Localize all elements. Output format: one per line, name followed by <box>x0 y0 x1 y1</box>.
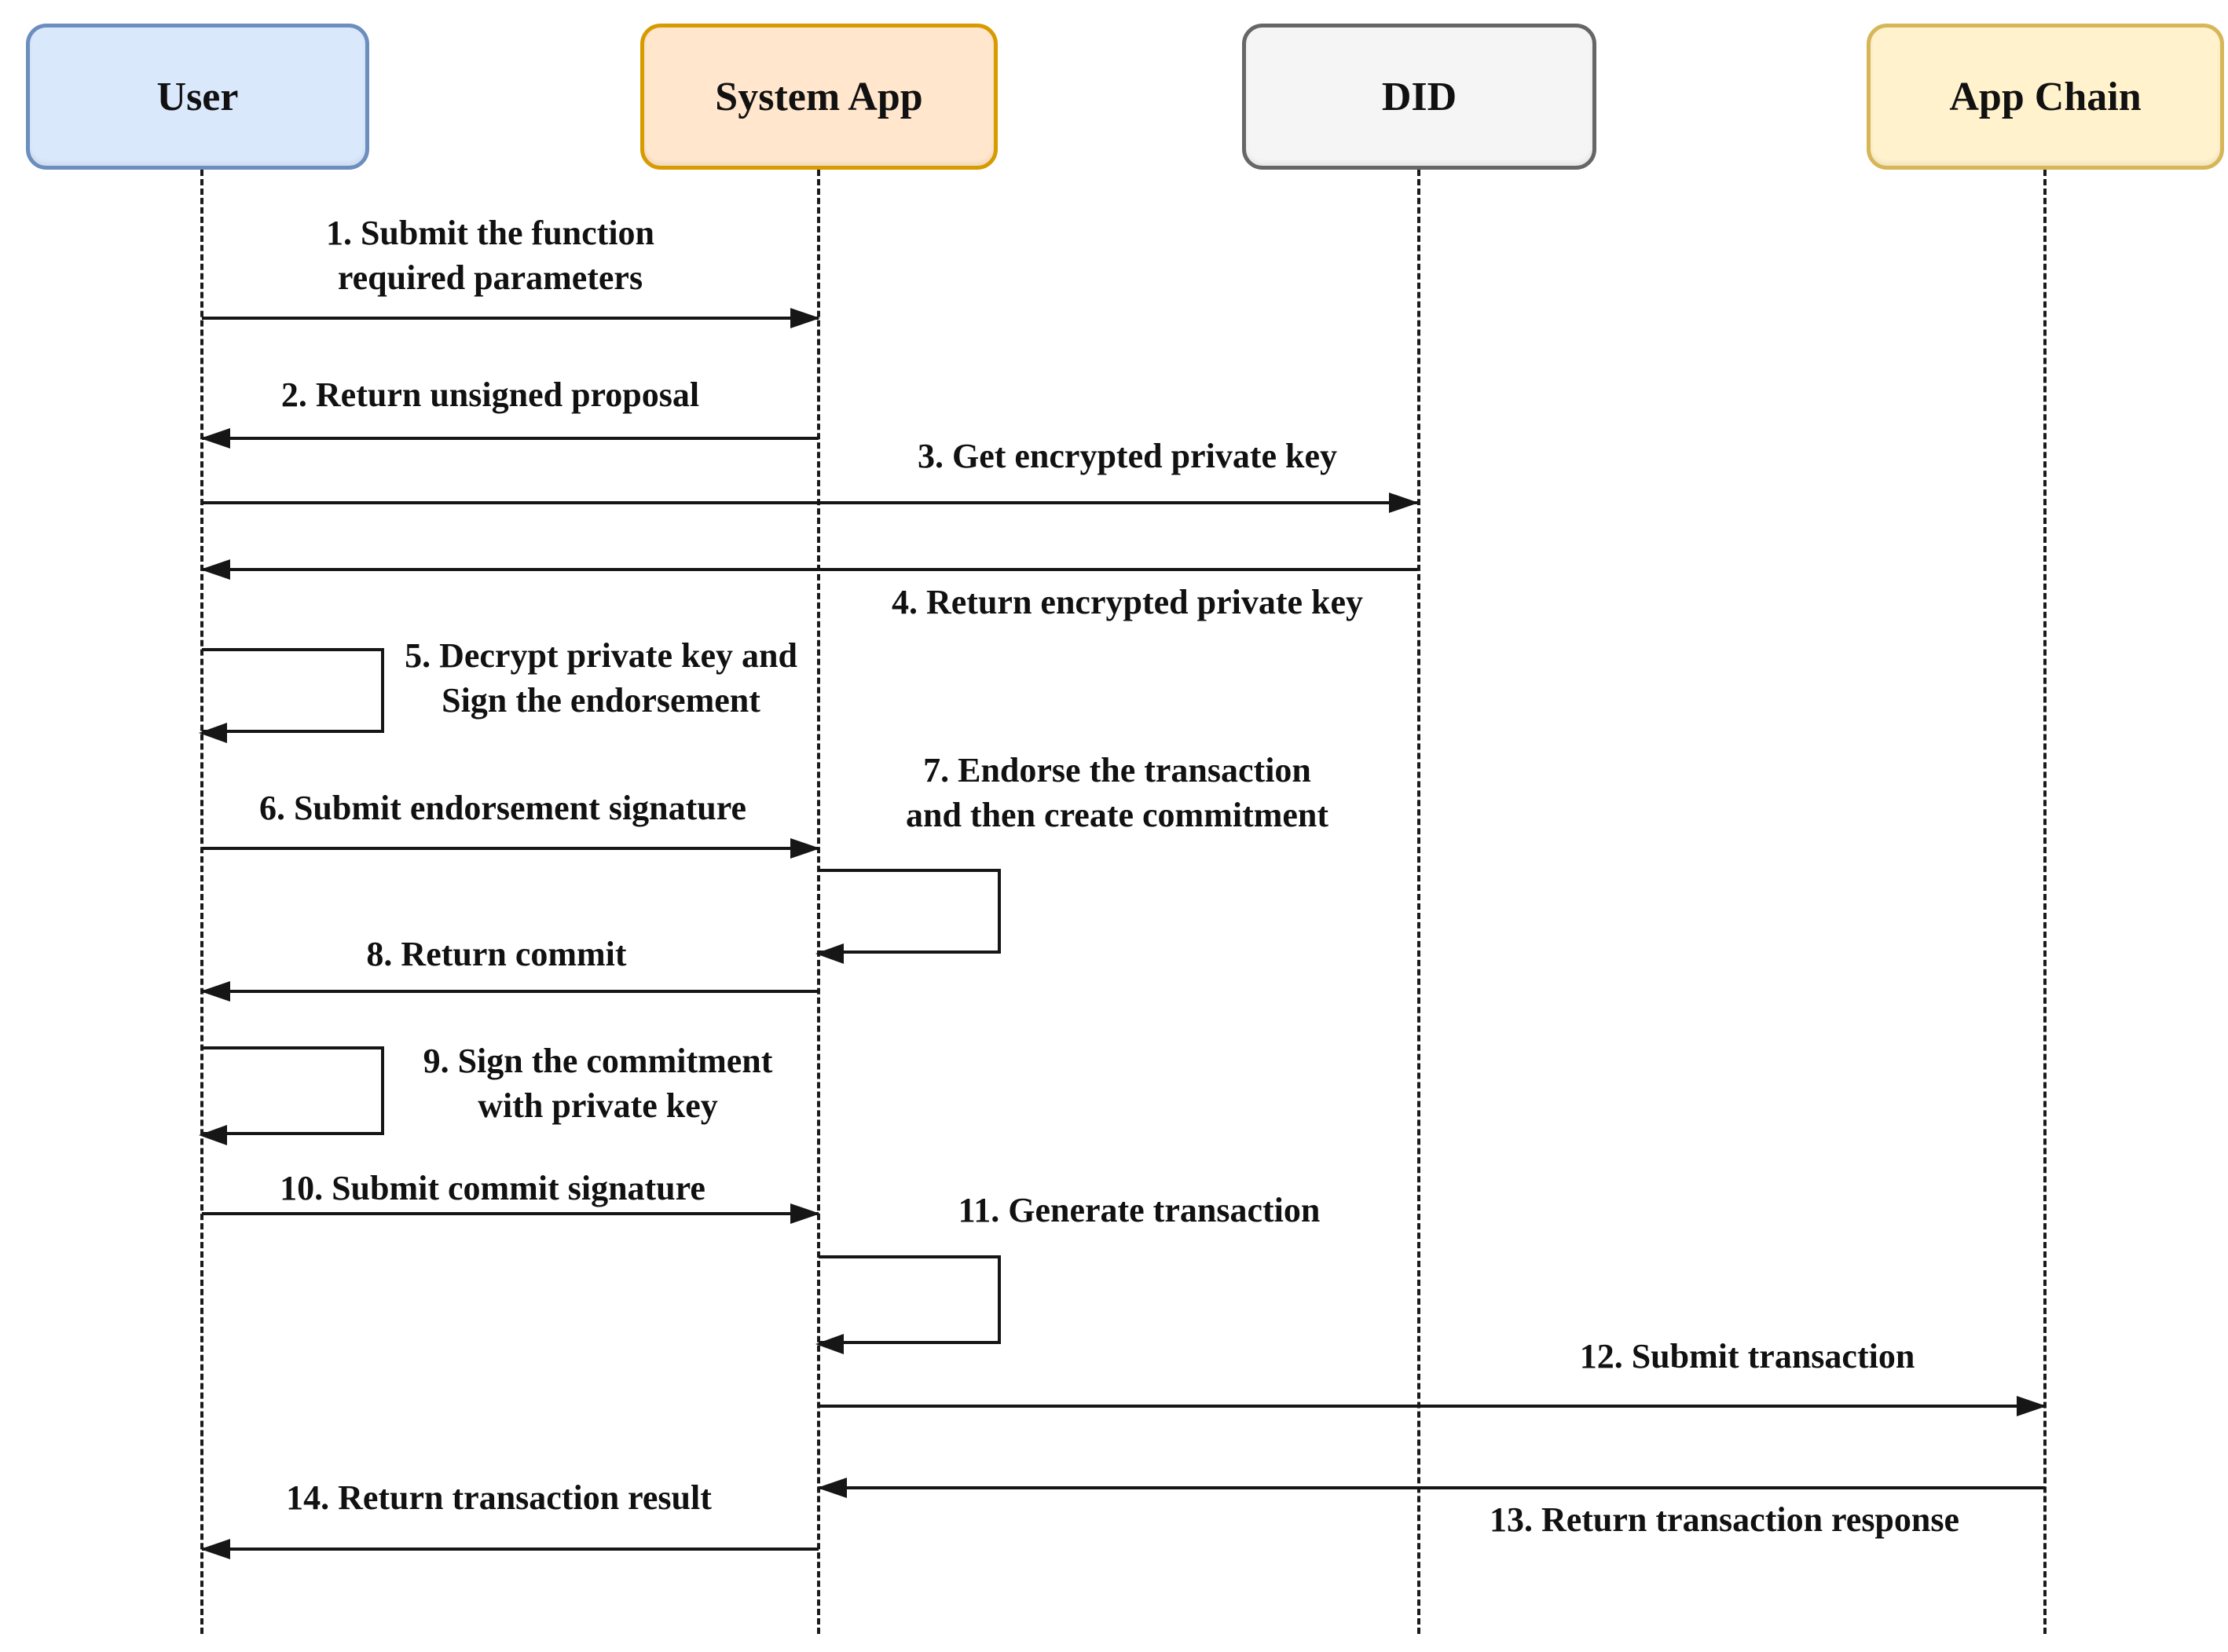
actor-box-user: User <box>26 24 369 170</box>
message-5-label: 5. Decrypt private key and Sign the endo… <box>405 636 797 720</box>
message-5-self-loop <box>199 648 384 743</box>
actor-label-app-chain: App Chain <box>1949 74 2142 119</box>
message-8-label: 8. Return commit <box>366 935 627 973</box>
lifeline-user <box>200 170 203 1634</box>
message-10-arrow <box>202 1212 819 1215</box>
message-9-self-loop <box>199 1046 384 1145</box>
actor-label-did: DID <box>1381 74 1457 119</box>
message-7-self-loop <box>815 869 1001 964</box>
message-6-label: 6. Submit endorsement signature <box>258 789 747 827</box>
lifeline-app-chain <box>2043 170 2047 1634</box>
message-10-label: 10. Submit commit signature <box>280 1169 705 1207</box>
message-2-arrow <box>202 437 819 440</box>
message-12-label: 12. Submit transaction <box>1579 1337 1915 1375</box>
lifeline-did <box>1417 170 1420 1634</box>
message-8-arrow <box>202 990 819 993</box>
actor-box-app-chain: App Chain <box>1867 24 2224 170</box>
message-4-label: 4. Return encrypted private key <box>891 583 1363 621</box>
message-9-label: 9. Sign the commitment with private key <box>423 1042 773 1126</box>
message-14-arrow <box>202 1548 819 1551</box>
message-12-arrow <box>819 1405 2045 1408</box>
message-13-label: 13. Return transaction response <box>1489 1500 1960 1539</box>
actor-box-system-app: System App <box>640 24 998 170</box>
actor-label-system-app: System App <box>715 74 923 119</box>
lifeline-system-app <box>817 170 820 1634</box>
actor-label-user: User <box>156 74 239 119</box>
message-3-arrow <box>202 501 1417 504</box>
message-3-label: 3. Get encrypted private key <box>918 437 1337 475</box>
message-1-arrow <box>202 317 819 320</box>
message-11-self-loop <box>815 1255 1001 1354</box>
actor-box-did: DID <box>1242 24 1596 170</box>
message-4-arrow <box>202 568 1417 571</box>
message-2-label: 2. Return unsigned proposal <box>280 375 700 414</box>
message-7-label: 7. Endorse the transaction and then crea… <box>905 751 1329 835</box>
message-14-label: 14. Return transaction result <box>286 1478 712 1517</box>
message-13-arrow <box>819 1486 2045 1489</box>
message-6-arrow <box>202 847 819 850</box>
message-11-label: 11. Generate transaction <box>958 1191 1321 1229</box>
message-1-label: 1. Submit the function required paramete… <box>325 214 655 298</box>
